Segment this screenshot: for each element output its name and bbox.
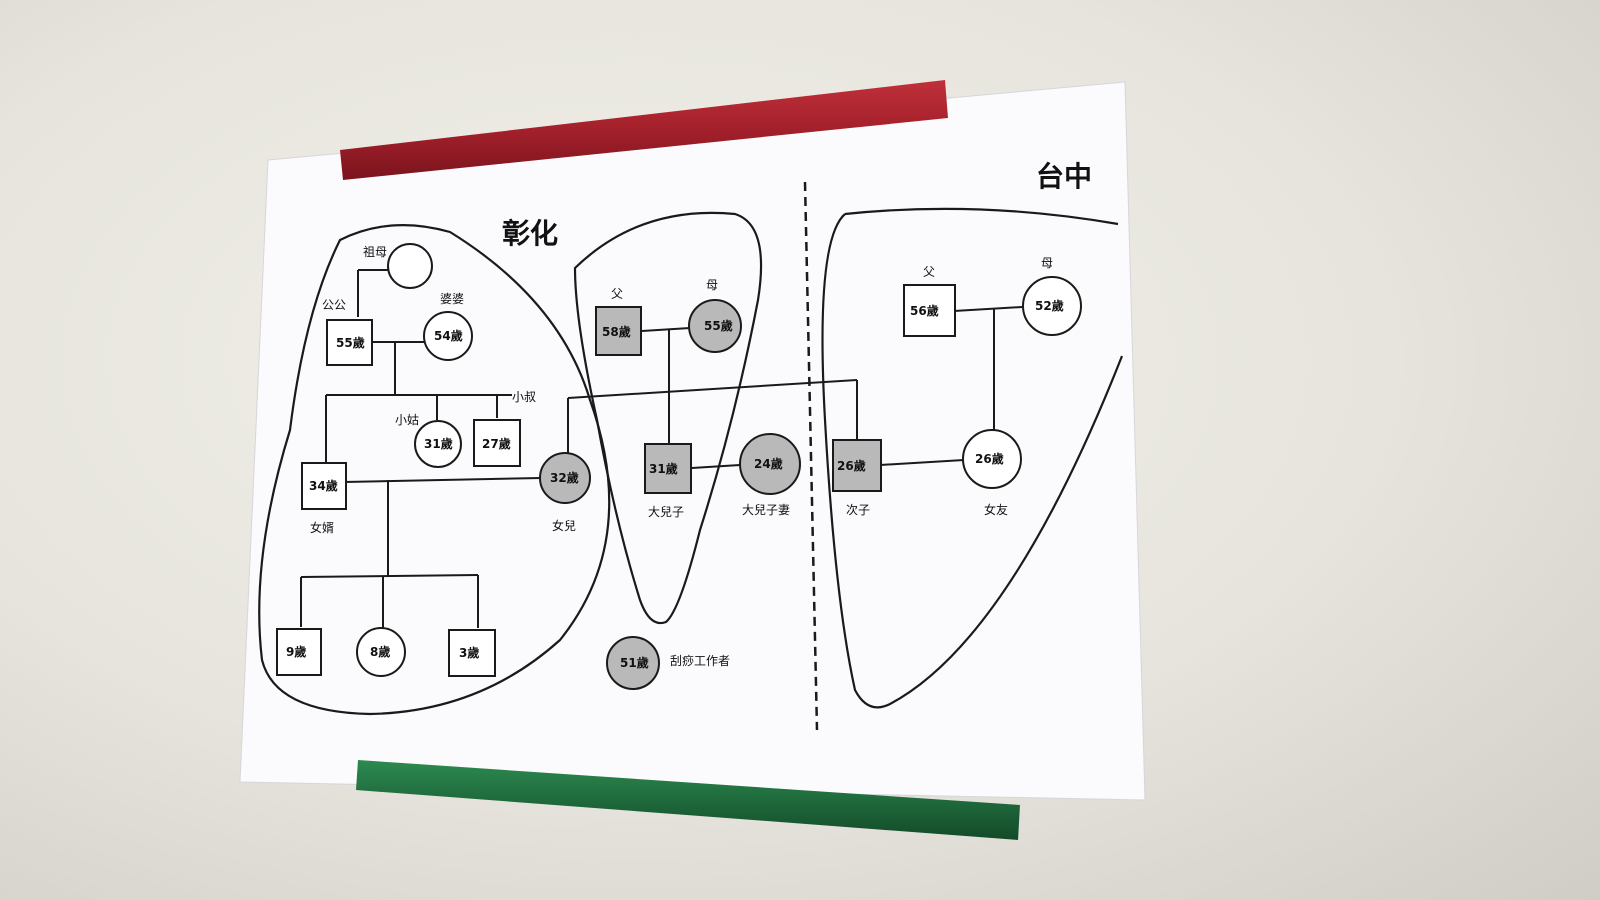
- person-worker: 51歲 刮痧工作者: [606, 636, 730, 690]
- person-popo: 54歲: [423, 311, 473, 361]
- svg-text:52歲: 52歲: [1035, 298, 1064, 313]
- svg-text:母: 母: [1041, 256, 1053, 270]
- svg-text:祖母: 祖母: [363, 244, 387, 259]
- red-magnet-strip: [340, 80, 948, 180]
- svg-text:27歲: 27歲: [482, 436, 511, 451]
- svg-text:32歲: 32歲: [550, 470, 579, 485]
- svg-text:女婿: 女婿: [310, 520, 334, 535]
- svg-text:9歲: 9歲: [286, 644, 306, 659]
- svg-text:51歲: 51歲: [620, 655, 649, 670]
- svg-text:小叔: 小叔: [512, 390, 536, 404]
- green-magnet-strip: [356, 760, 1020, 840]
- svg-text:大兒子: 大兒子: [648, 505, 684, 519]
- svg-text:24歲: 24歲: [754, 456, 783, 471]
- svg-text:父: 父: [923, 265, 935, 279]
- svg-text:大兒子妻: 大兒子妻: [742, 503, 790, 517]
- region-title-taichung: 台中: [1036, 160, 1092, 193]
- person-father-right: 父 56歲: [903, 265, 956, 337]
- person-mother-left: 母 55歲: [688, 278, 742, 353]
- region-title-changhua: 彰化: [502, 217, 558, 250]
- svg-text:31歲: 31歲: [424, 436, 453, 451]
- svg-text:小姑: 小姑: [395, 413, 419, 427]
- svg-text:父: 父: [611, 287, 623, 301]
- svg-text:54歲: 54歲: [434, 328, 463, 343]
- person-child-3: 3歲: [448, 629, 496, 677]
- svg-text:女友: 女友: [984, 502, 1008, 517]
- household-boundary-taichung-lower: [821, 213, 1124, 709]
- svg-text:次子: 次子: [846, 503, 870, 517]
- person-mother-right: 母 52歲: [1022, 256, 1082, 336]
- household-boundary-parents: [573, 211, 763, 625]
- svg-text:3歲: 3歲: [459, 645, 479, 660]
- svg-text:8歲: 8歲: [370, 644, 390, 659]
- household-boundary-taichung: [844, 207, 1119, 226]
- person-gonggong: 55歲: [326, 319, 373, 366]
- svg-text:34歲: 34歲: [309, 478, 338, 493]
- region-divider: [803, 181, 819, 731]
- svg-text:26歲: 26歲: [837, 458, 866, 473]
- person-son-in-law: 34歲 女婿: [301, 462, 347, 535]
- person-father-left: 父 58歲: [595, 287, 642, 356]
- relationship-lines: [300, 269, 1023, 628]
- person-girlfriend: 26歲 女友: [962, 429, 1022, 517]
- svg-text:母: 母: [706, 278, 718, 292]
- svg-text:刮痧工作者: 刮痧工作者: [670, 653, 730, 668]
- person-daughter: 32歲 女兒: [539, 452, 591, 533]
- svg-text:26歲: 26歲: [975, 451, 1004, 466]
- svg-text:58歲: 58歲: [602, 324, 631, 339]
- person-eldest-son: 31歲 大兒子: [644, 443, 692, 519]
- household-boundary-daughter: [258, 224, 611, 716]
- person-uncle: 小叔 27歲: [473, 390, 536, 467]
- person-aunt: 小姑 31歲: [395, 413, 462, 468]
- person-child-2: 8歲: [356, 627, 406, 677]
- svg-text:女兒: 女兒: [552, 518, 576, 533]
- svg-text:31歲: 31歲: [649, 461, 678, 476]
- label-gonggong: 公公: [322, 298, 346, 312]
- person-second-son: 26歲 次子: [832, 439, 882, 517]
- svg-text:55歲: 55歲: [704, 318, 733, 333]
- person-eldest-son-wife: 24歲 大兒子妻: [739, 433, 801, 517]
- svg-text:55歲: 55歲: [336, 335, 365, 350]
- person-grandmother: 祖母: [363, 243, 433, 289]
- label-popo: 婆婆: [440, 292, 464, 306]
- person-child-1: 9歲: [276, 628, 322, 676]
- svg-text:56歲: 56歲: [910, 303, 939, 318]
